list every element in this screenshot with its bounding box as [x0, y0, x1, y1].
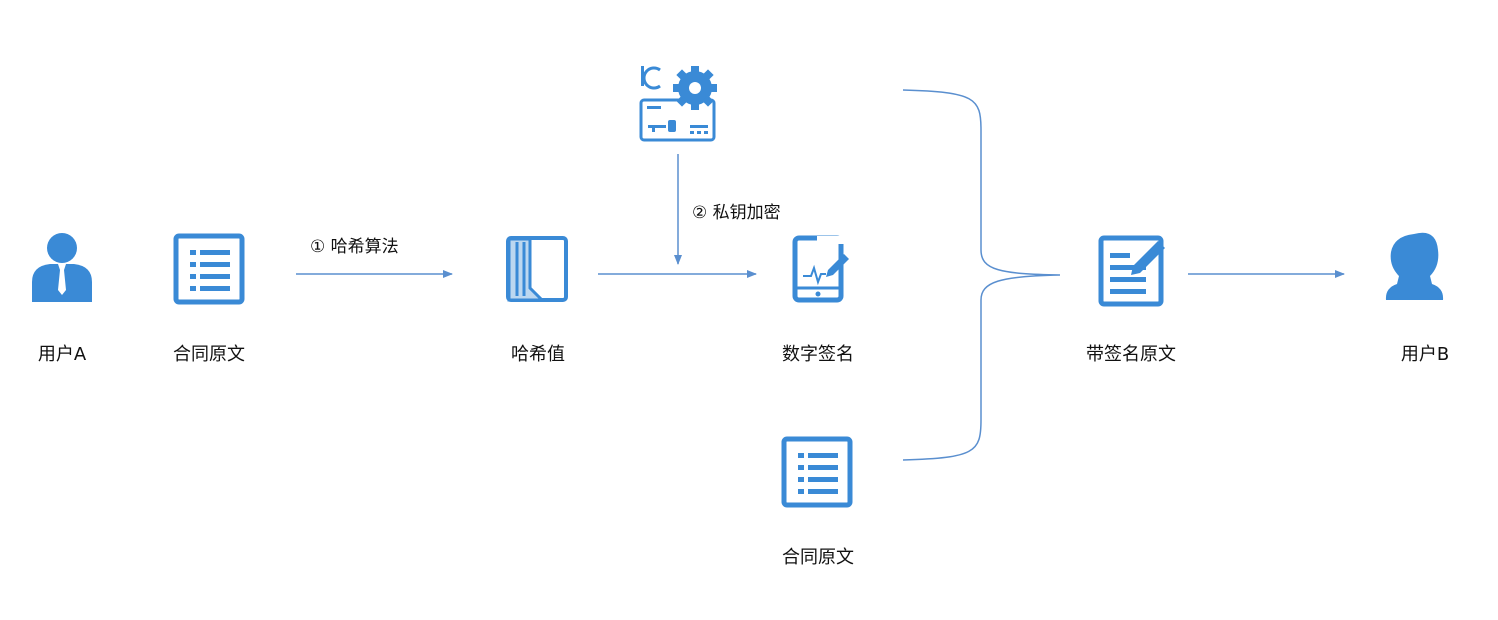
hash-value-label: 哈希值: [511, 344, 565, 365]
step-private-key-encrypt: ② 私钥加密: [692, 203, 781, 223]
user-b-icon: [1385, 232, 1444, 300]
tablet-signature-icon: [792, 235, 851, 303]
document-list-icon: [781, 436, 853, 508]
step-hash-algorithm: ① 哈希算法: [310, 237, 399, 257]
contract-label-2: 合同原文: [782, 547, 854, 568]
user-b-label: 用户B: [1400, 344, 1450, 365]
user-a-icon: [32, 233, 92, 302]
ic-card-key-icon: [639, 66, 717, 142]
signed-contract-label: 带签名原文: [1086, 344, 1176, 365]
document-pen-icon: [1098, 235, 1165, 307]
merge-bracket: [902, 89, 1061, 461]
user-a-label: 用户A: [37, 344, 87, 365]
contract-label: 合同原文: [173, 344, 245, 365]
hash-file-icon: [506, 236, 568, 302]
document-list-icon: [173, 233, 245, 305]
digital-signature-label: 数字签名: [782, 344, 854, 365]
